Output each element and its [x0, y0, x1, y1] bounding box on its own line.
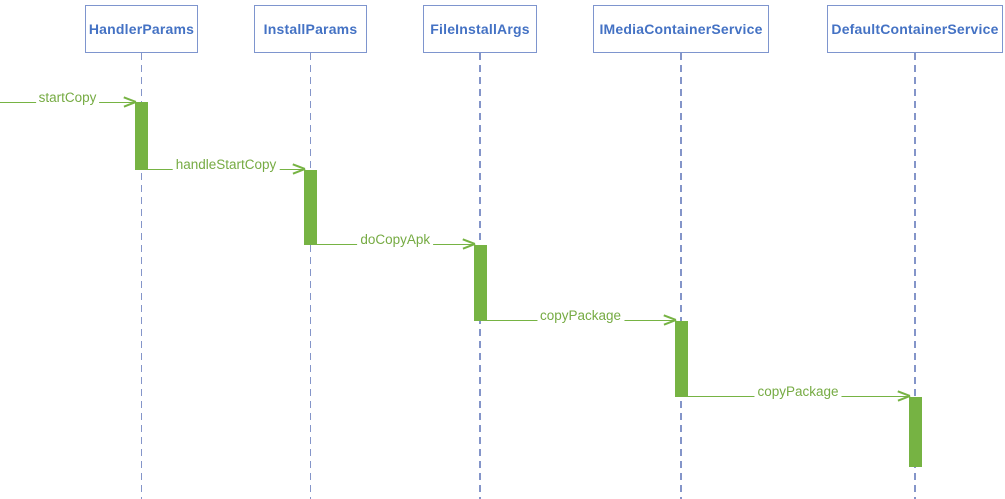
participant-label: InstallParams [263, 21, 358, 37]
message-copypackage-1: copyPackage [486, 308, 675, 323]
message-label: handleStartCopy [172, 157, 280, 172]
participant-label: FileInstallArgs [430, 21, 530, 37]
message-label: copyPackage [536, 308, 625, 323]
participant-box-fileinstallargs: FileInstallArgs [423, 5, 537, 53]
message-startcopy: startCopy [0, 90, 135, 105]
message-label: startCopy [35, 90, 100, 105]
message-docopyapk: doCopyApk [317, 232, 474, 247]
participant-box-installparams: InstallParams [254, 5, 367, 53]
participant-label: IMediaContainerService [599, 21, 763, 37]
message-label: doCopyApk [357, 232, 434, 247]
participant-box-handlerparams: HandlerParams [85, 5, 198, 53]
lifeline-defaultcontainerservice [914, 53, 916, 499]
lifeline-handlerparams [140, 53, 143, 499]
message-handlestartcopy: handleStartCopy [148, 157, 304, 172]
message-label: copyPackage [754, 384, 842, 399]
participant-label: HandlerParams [88, 21, 195, 37]
message-copypackage-2: copyPackage [687, 384, 909, 399]
activation-bar-fileinstallargs [473, 245, 487, 321]
activation-bar-defaultcontainerservice [908, 397, 922, 467]
lifeline-imediacontainerservice [680, 53, 682, 499]
activation-bar-handlerparams [135, 102, 148, 170]
activation-bar-installparams [304, 170, 317, 245]
activation-bar-imediacontainerservice [674, 321, 688, 397]
lifeline-installparams [309, 53, 312, 499]
participant-box-defaultcontainerservice: DefaultContainerService [827, 5, 1003, 53]
participant-box-imediacontainerservice: IMediaContainerService [593, 5, 769, 53]
participant-label: DefaultContainerService [831, 21, 999, 37]
